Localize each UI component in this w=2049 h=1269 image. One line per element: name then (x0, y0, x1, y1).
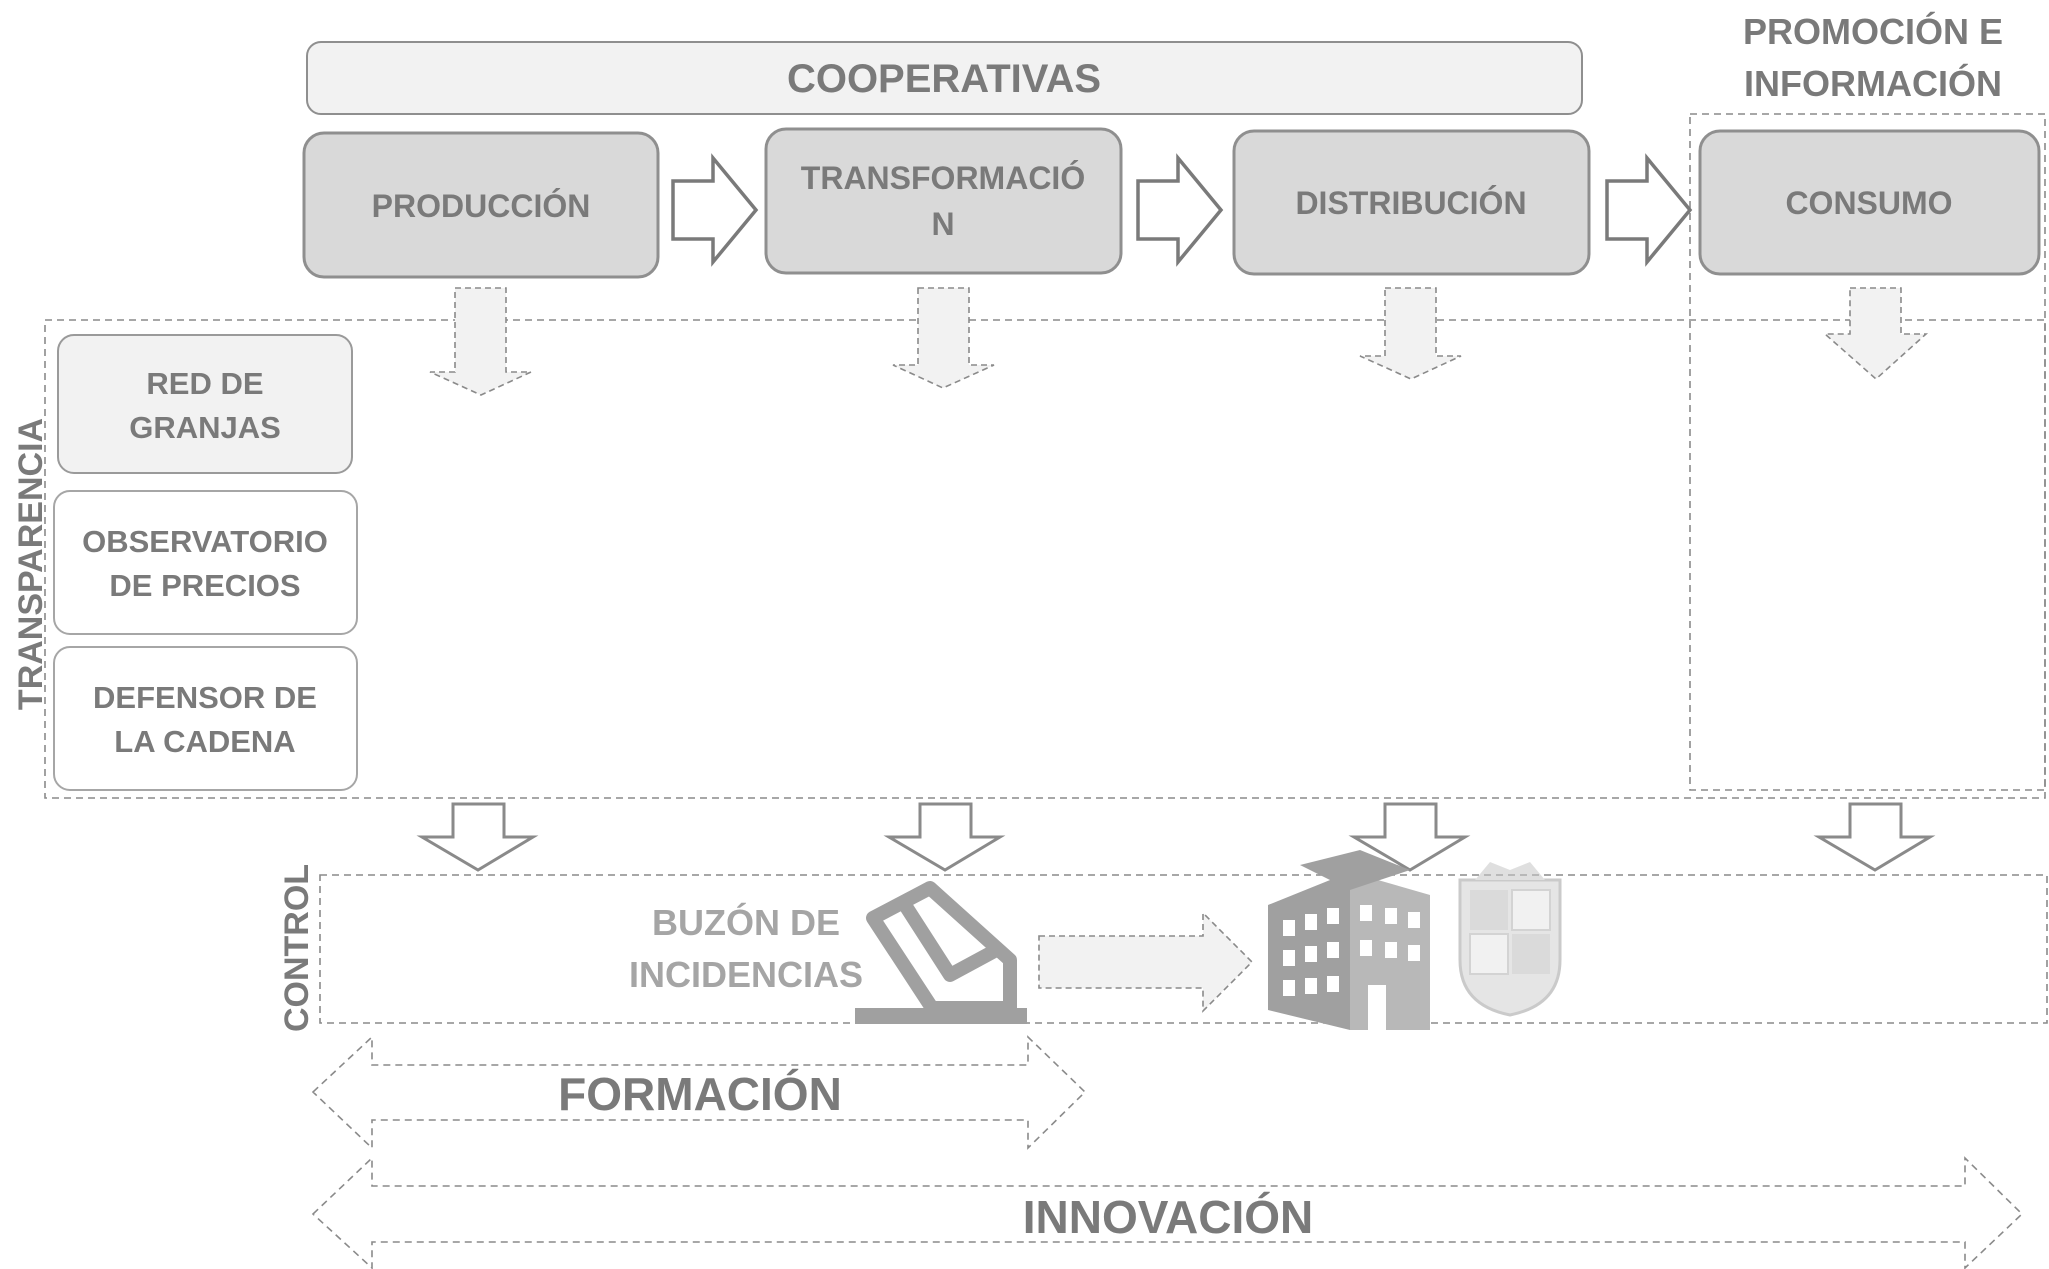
ballot-box-icon (855, 881, 1027, 1024)
stage-transformacion-label-line2: N (931, 206, 954, 242)
down-arrow-control-4 (1813, 802, 1936, 872)
down-arrow-dashed-4 (1822, 287, 1929, 381)
buzon-label-line2: INCIDENCIAS (629, 954, 863, 995)
down-arrow-control-3 (1348, 802, 1471, 872)
buzon-label-line1: BUZÓN DE (652, 901, 840, 943)
observatorio-de-precios-box: OBSERVATORIO DE PRECIOS (53, 490, 358, 635)
down-arrow-control-2 (883, 802, 1006, 872)
down-arrow-dashed-2 (892, 287, 995, 389)
defensor-line2: LA CADENA (114, 724, 295, 759)
formacion-label: FORMACIÓN (558, 1068, 842, 1120)
stage-transformacion-label-line1: TRANSFORMACIÓ (801, 160, 1085, 196)
control-region (319, 874, 2048, 1024)
control-label: CONTROL (278, 864, 316, 1032)
cooperativas-bar (306, 41, 1583, 115)
stage-produccion: PRODUCCIÓN (302, 131, 660, 279)
transparencia-region (44, 319, 2046, 799)
innovacion-label: INNOVACIÓN (1023, 1191, 1314, 1243)
innovacion-arrow (311, 1156, 2024, 1269)
stage-transformacion: TRANSFORMACIÓ N (764, 127, 1123, 275)
red-de-granjas-line2: GRANJAS (129, 410, 281, 445)
government-building-icon (1268, 850, 1430, 1030)
stage-distribucion-label: DISTRIBUCIÓN (1295, 185, 1526, 221)
formacion-arrow (311, 1035, 1087, 1150)
incidencias-flow-arrow (1038, 911, 1254, 1013)
transparencia-label: TRANSPARENCIA (12, 418, 50, 710)
observatorio-line2: DE PRECIOS (109, 568, 300, 603)
stage-consumo: CONSUMO (1698, 129, 2041, 276)
down-arrow-dashed-1 (429, 287, 532, 396)
defensor-line1: DEFENSOR DE (93, 680, 317, 715)
down-arrow-dashed-3 (1359, 287, 1462, 380)
defensor-de-la-cadena-box: DEFENSOR DE LA CADENA (53, 646, 358, 791)
flow-arrow-1 (671, 153, 759, 267)
red-de-granjas-box: RED DE GRANJAS (57, 334, 353, 474)
red-de-granjas-line1: RED DE (146, 366, 263, 401)
promocion-label-line2: INFORMACIÓN (1744, 62, 2002, 104)
cooperativas-label: COOPERATIVAS (787, 57, 1101, 101)
flow-arrow-3 (1605, 153, 1693, 267)
stage-distribucion: DISTRIBUCIÓN (1232, 129, 1591, 276)
coat-of-arms-icon (1458, 862, 1562, 1017)
flow-arrow-2 (1136, 153, 1224, 267)
promocion-label-line1: PROMOCIÓN E (1743, 10, 2003, 52)
observatorio-line1: OBSERVATORIO (82, 524, 328, 559)
down-arrow-control-1 (416, 802, 539, 872)
stage-produccion-label: PRODUCCIÓN (372, 188, 591, 224)
stage-consumo-label: CONSUMO (1785, 185, 1952, 221)
